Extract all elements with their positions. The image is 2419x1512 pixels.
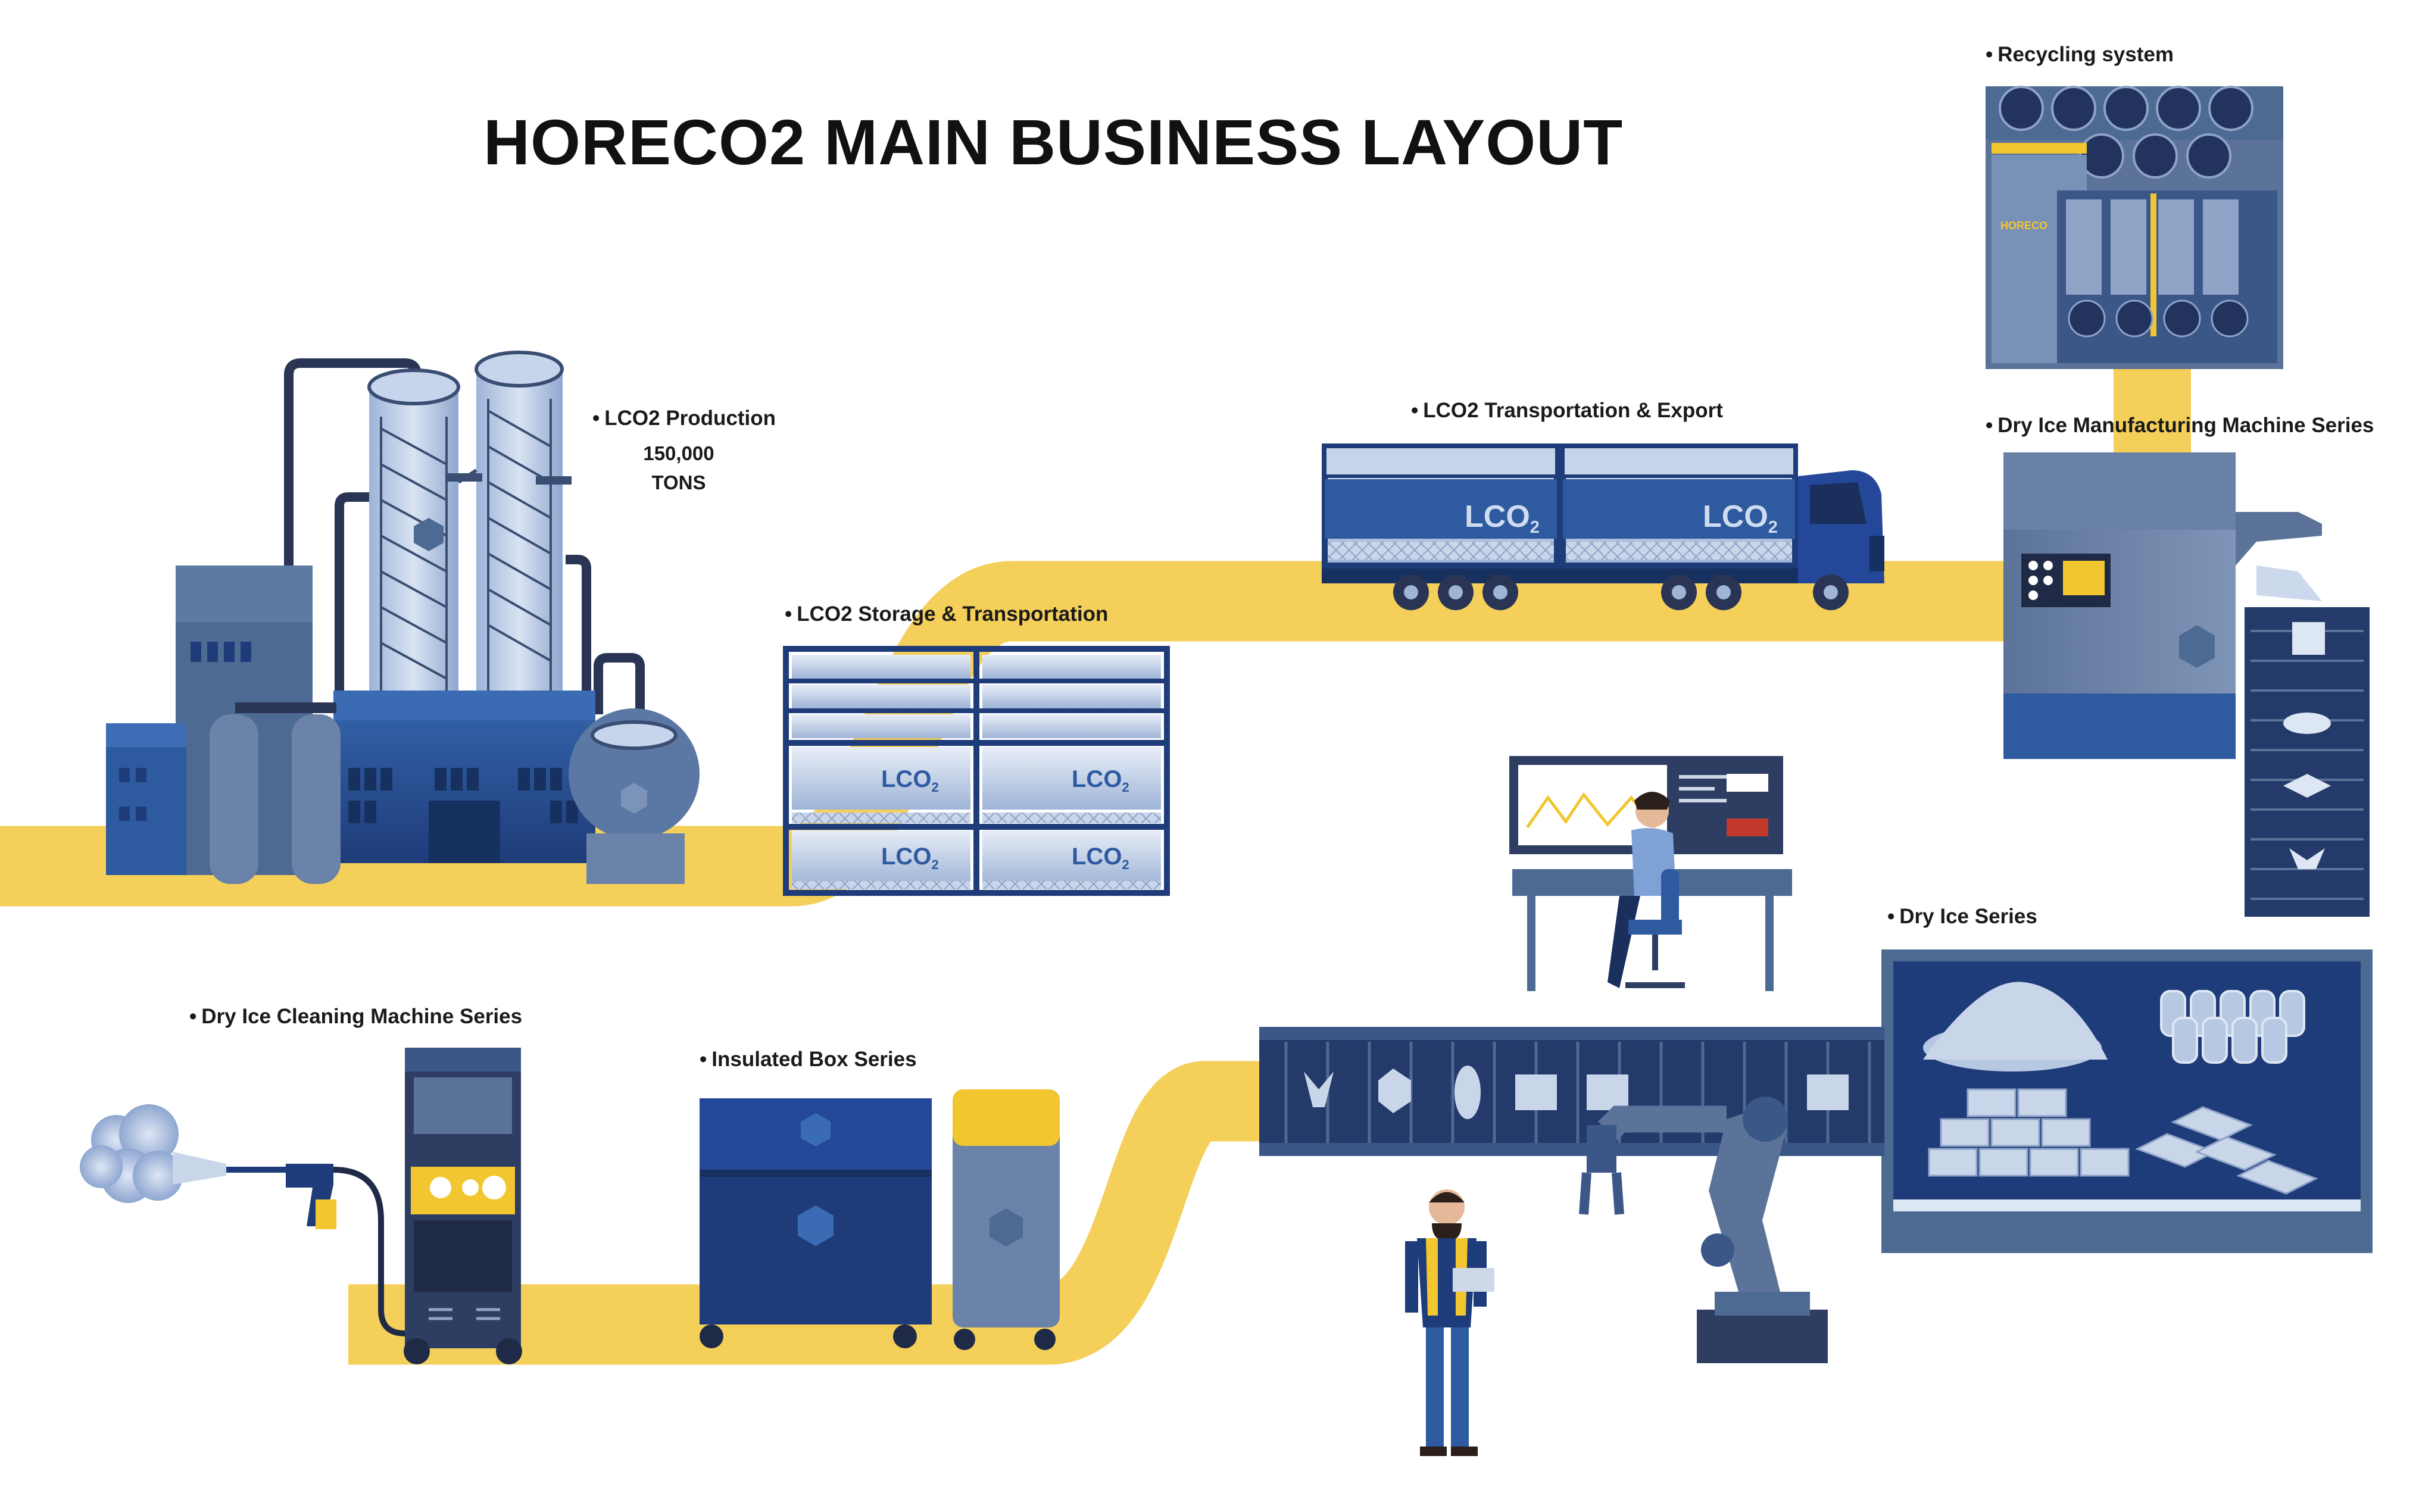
label-recycling-system: •Recycling system — [1986, 43, 2174, 67]
lco2-truck-icon — [1322, 443, 1884, 610]
production-value: 150,000 — [643, 442, 714, 464]
label-insulated-box: •Insulated Box Series — [700, 1048, 917, 1071]
label-lco2-storage: •LCO2 Storage & Transportation — [785, 602, 1108, 626]
container-lco2-label: LCO2 — [1072, 766, 1129, 795]
label-text: Dry Ice Manufacturing Machine Series — [1997, 414, 2374, 437]
worker-with-tablet-icon — [1405, 1189, 1494, 1456]
bullet-mark: • — [1986, 414, 1993, 437]
bullet-mark: • — [1887, 905, 1895, 928]
recycling-system-icon — [1986, 86, 2283, 369]
dry-ice-cleaning-machine-icon — [80, 1048, 522, 1364]
bullet-mark: • — [785, 602, 792, 626]
label-text: Recycling system — [1997, 43, 2174, 66]
container-lco2-label: LCO2 — [1703, 499, 1778, 537]
lco2-storage-containers-icon — [783, 646, 1170, 896]
label-dry-ice-manufacturing: •Dry Ice Manufacturing Machine Series — [1986, 414, 2374, 438]
robot-arm-icon — [1579, 1096, 1828, 1363]
bullet-mark: • — [1986, 43, 1993, 66]
recycling-brand-text: HORECO — [2000, 220, 2047, 232]
page-title: HORECO2 MAIN BUSINESS LAYOUT — [483, 106, 1624, 178]
bullet-mark: • — [700, 1048, 707, 1071]
label-lco2-transport-export: •LCO2 Transportation & Export — [1411, 399, 1723, 423]
production-unit: TONS — [651, 471, 706, 493]
bullet-mark: • — [1411, 399, 1419, 422]
production-conveyor-icon — [1259, 1027, 1884, 1156]
dry-ice-manufacturing-machine-icon — [2003, 452, 2370, 917]
container-lco2-label: LCO2 — [881, 766, 939, 795]
label-dry-ice-series: •Dry Ice Series — [1887, 905, 2037, 929]
container-lco2-label: LCO2 — [1072, 844, 1129, 872]
container-lco2-label: LCO2 — [881, 844, 939, 872]
insulated-box-series-icon — [700, 1089, 1060, 1350]
control-station-operator-icon — [1509, 756, 1792, 991]
label-dry-ice-cleaning: •Dry Ice Cleaning Machine Series — [189, 1005, 522, 1029]
label-text: LCO2 Storage & Transportation — [797, 602, 1109, 626]
label-text: Dry Ice Cleaning Machine Series — [201, 1005, 523, 1028]
label-text: LCO2 Transportation & Export — [1423, 399, 1723, 422]
dry-ice-series-display-icon — [1881, 949, 2373, 1253]
bullet-mark: • — [189, 1005, 197, 1028]
lco2-production-plant-icon — [106, 351, 700, 884]
label-text: LCO2 Production — [604, 407, 776, 430]
label-text: Insulated Box Series — [711, 1048, 917, 1071]
container-lco2-label: LCO2 — [1465, 499, 1540, 537]
label-lco2-production: •LCO2 Production — [592, 407, 776, 430]
bullet-mark: • — [592, 407, 600, 430]
label-text: Dry Ice Series — [1899, 905, 2037, 928]
